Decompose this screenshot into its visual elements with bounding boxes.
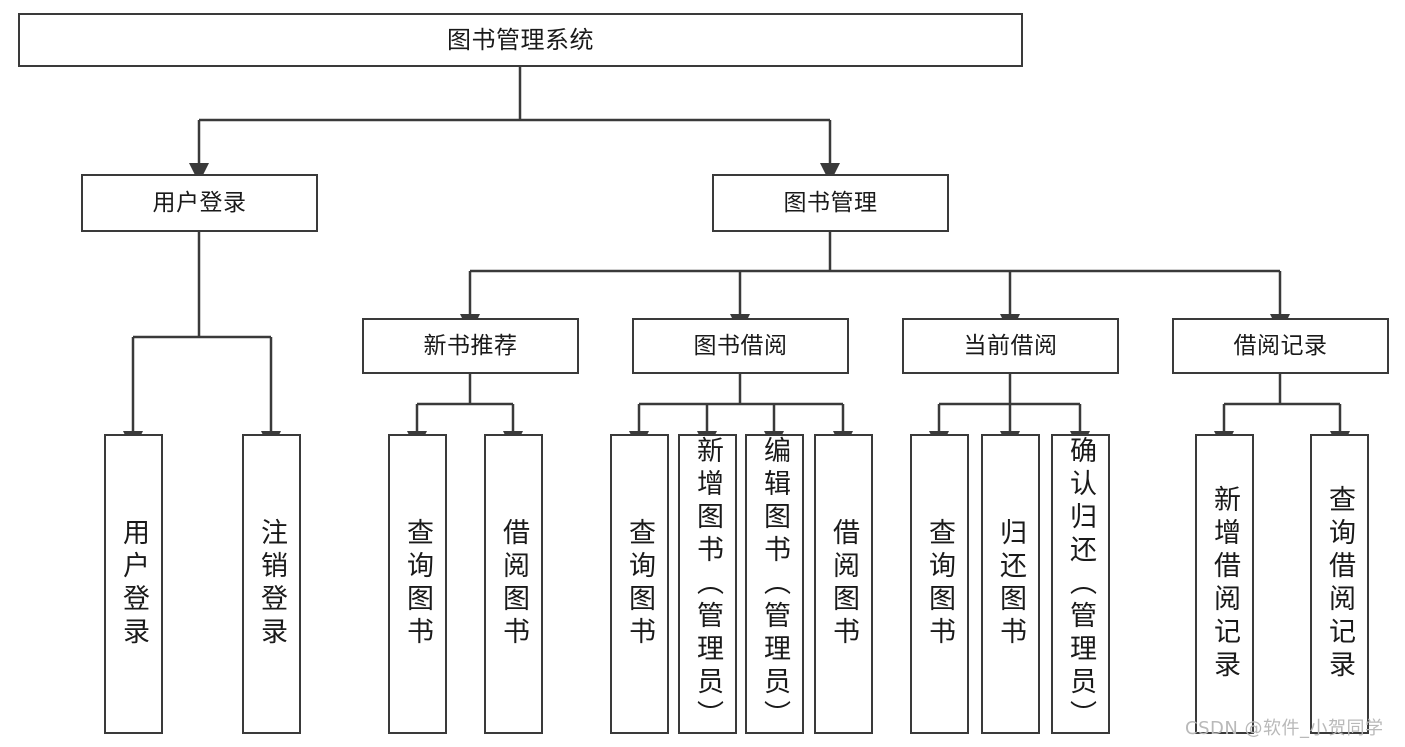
leaf-current-query-books[interactable]: 查询图书 bbox=[910, 434, 969, 734]
leaf-borrow-add-book-admin[interactable]: 新增图书（管理员） bbox=[678, 434, 737, 734]
node-book-borrow[interactable]: 图书借阅 bbox=[632, 318, 849, 374]
node-book-management[interactable]: 图书管理 bbox=[712, 174, 949, 232]
node-label: 用户登录 bbox=[118, 518, 149, 650]
leaf-user-login-logout[interactable]: 注销登录 bbox=[242, 434, 301, 734]
node-label: 查询图书 bbox=[924, 518, 955, 650]
node-current-borrow[interactable]: 当前借阅 bbox=[902, 318, 1119, 374]
leaf-current-confirm-return-admin[interactable]: 确认归还（管理员） bbox=[1051, 434, 1110, 734]
leaf-new-book-query-books[interactable]: 查询图书 bbox=[388, 434, 447, 734]
node-label: 借阅记录 bbox=[1233, 332, 1328, 359]
node-root-system[interactable]: 图书管理系统 bbox=[18, 13, 1023, 67]
leaf-current-return-books[interactable]: 归还图书 bbox=[981, 434, 1040, 734]
leaf-record-add-borrow-record[interactable]: 新增借阅记录 bbox=[1195, 434, 1254, 734]
node-new-book-recommendation[interactable]: 新书推荐 bbox=[362, 318, 579, 374]
node-label: 新增图书（管理员） bbox=[692, 436, 723, 733]
leaf-borrow-edit-book-admin[interactable]: 编辑图书（管理员） bbox=[745, 434, 804, 734]
node-label: 新书推荐 bbox=[423, 332, 518, 359]
watermark-text: CSDN @软件_小贺同学 bbox=[1185, 718, 1384, 739]
node-label: 查询图书 bbox=[624, 518, 655, 650]
node-label: 注销登录 bbox=[256, 518, 287, 650]
node-label: 新增借阅记录 bbox=[1209, 485, 1240, 683]
leaf-new-book-borrow-books[interactable]: 借阅图书 bbox=[484, 434, 543, 734]
node-label: 查询借阅记录 bbox=[1324, 485, 1355, 683]
node-label: 图书借阅 bbox=[693, 332, 788, 359]
node-borrow-record[interactable]: 借阅记录 bbox=[1172, 318, 1389, 374]
node-label: 借阅图书 bbox=[828, 518, 859, 650]
node-label: 编辑图书（管理员） bbox=[759, 436, 790, 733]
leaf-borrow-query-books[interactable]: 查询图书 bbox=[610, 434, 669, 734]
node-label: 归还图书 bbox=[995, 518, 1026, 650]
node-label: 查询图书 bbox=[402, 518, 433, 650]
leaf-borrow-borrow-books[interactable]: 借阅图书 bbox=[814, 434, 873, 734]
node-label: 图书管理系统 bbox=[447, 26, 594, 54]
node-label: 当前借阅 bbox=[963, 332, 1058, 359]
node-user-login[interactable]: 用户登录 bbox=[81, 174, 318, 232]
leaf-user-login-login[interactable]: 用户登录 bbox=[104, 434, 163, 734]
node-label: 借阅图书 bbox=[498, 518, 529, 650]
node-label: 用户登录 bbox=[152, 189, 247, 216]
node-label: 确认归还（管理员） bbox=[1065, 436, 1096, 733]
leaf-record-query-borrow-record[interactable]: 查询借阅记录 bbox=[1310, 434, 1369, 734]
node-label: 图书管理 bbox=[783, 189, 878, 216]
